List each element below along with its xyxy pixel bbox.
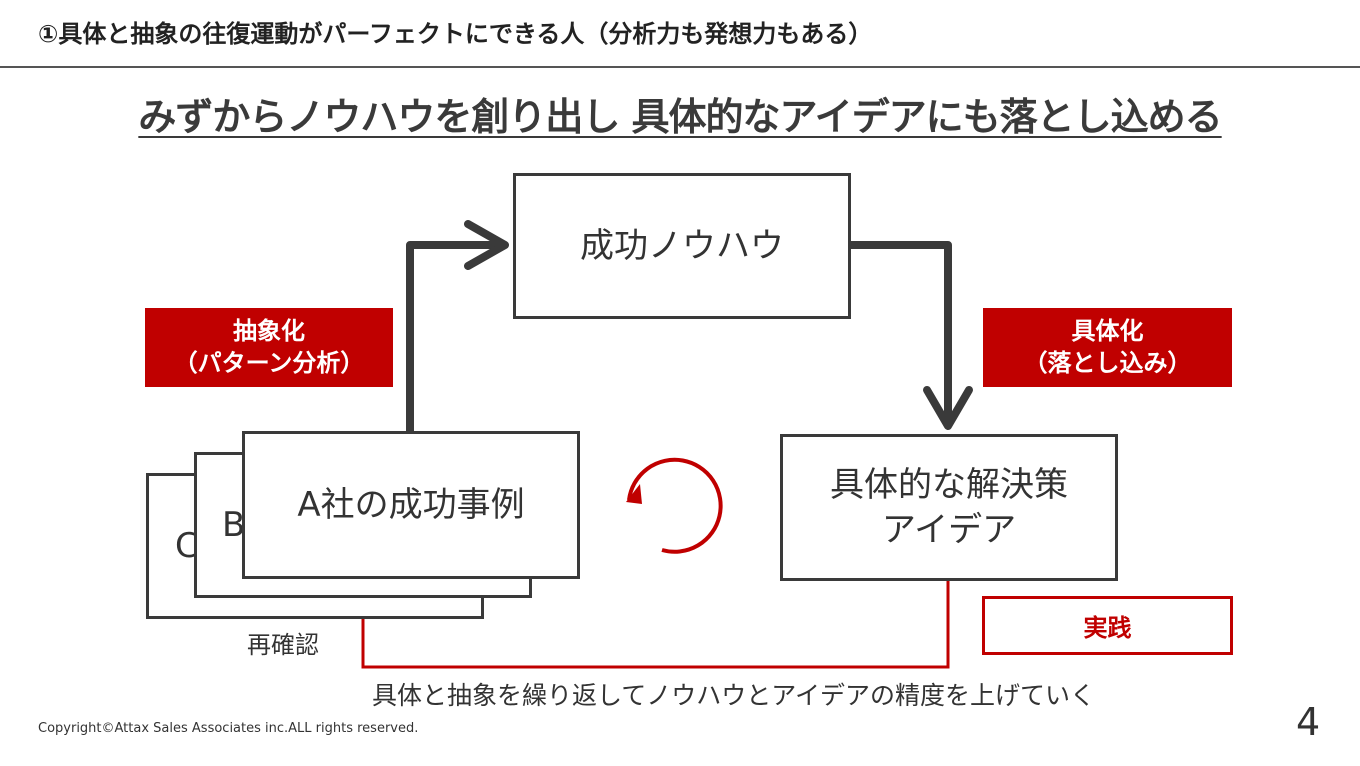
case-b-text: B: [222, 505, 246, 545]
concretization-label-line2: （落とし込み）: [1023, 348, 1192, 377]
abstraction-label: 抽象化 （パターン分析）: [145, 308, 393, 387]
abstraction-label-line1: 抽象化: [233, 317, 305, 346]
abstract-arrow: [406, 241, 505, 433]
abstraction-label-line2: （パターン分析）: [173, 348, 365, 377]
cycle-arrowhead: [626, 484, 642, 504]
case-c-text: C: [175, 526, 199, 566]
concretization-label: 具体化 （落とし込み）: [983, 308, 1232, 387]
case-a-box: A社の成功事例: [242, 431, 580, 579]
cycle-icon: [627, 457, 723, 554]
solution-idea-line1: 具体的な解決策: [830, 465, 1068, 506]
header-divider: [0, 66, 1360, 68]
success-knowhow-text: 成功ノウハウ: [580, 225, 784, 266]
case-a-text: A社の成功事例: [297, 484, 525, 525]
concrete-arrowhead: [923, 386, 973, 430]
practice-label-text: 実践: [1083, 614, 1132, 642]
copyright-text: Copyright©Attax Sales Associates inc.ALL…: [38, 721, 419, 736]
solution-idea-box: 具体的な解決策 アイデア: [780, 434, 1118, 581]
abstract-arrowhead: [464, 220, 509, 270]
header-title: ①具体と抽象の往復運動がパーフェクトにできる人（分析力も発想力もある）: [38, 20, 873, 48]
solution-idea-line2: アイデア: [881, 509, 1017, 550]
success-knowhow-box: 成功ノウハウ: [513, 173, 851, 319]
page-number: 4: [1296, 700, 1321, 744]
practice-label: 実践: [982, 596, 1233, 655]
concretization-label-line1: 具体化: [1071, 317, 1144, 346]
concrete-arrow: [851, 241, 952, 426]
main-title-text: みずからノウハウを創り出し 具体的なアイデアにも落とし込める: [138, 95, 1222, 139]
practice-arrow: [361, 580, 950, 669]
bottom-caption: 具体と抽象を繰り返してノウハウとアイデアの精度を上げていく: [372, 681, 1096, 710]
main-title: みずからノウハウを創り出し 具体的なアイデアにも落とし込める: [0, 86, 1360, 141]
recheck-label: 再確認: [247, 631, 319, 659]
